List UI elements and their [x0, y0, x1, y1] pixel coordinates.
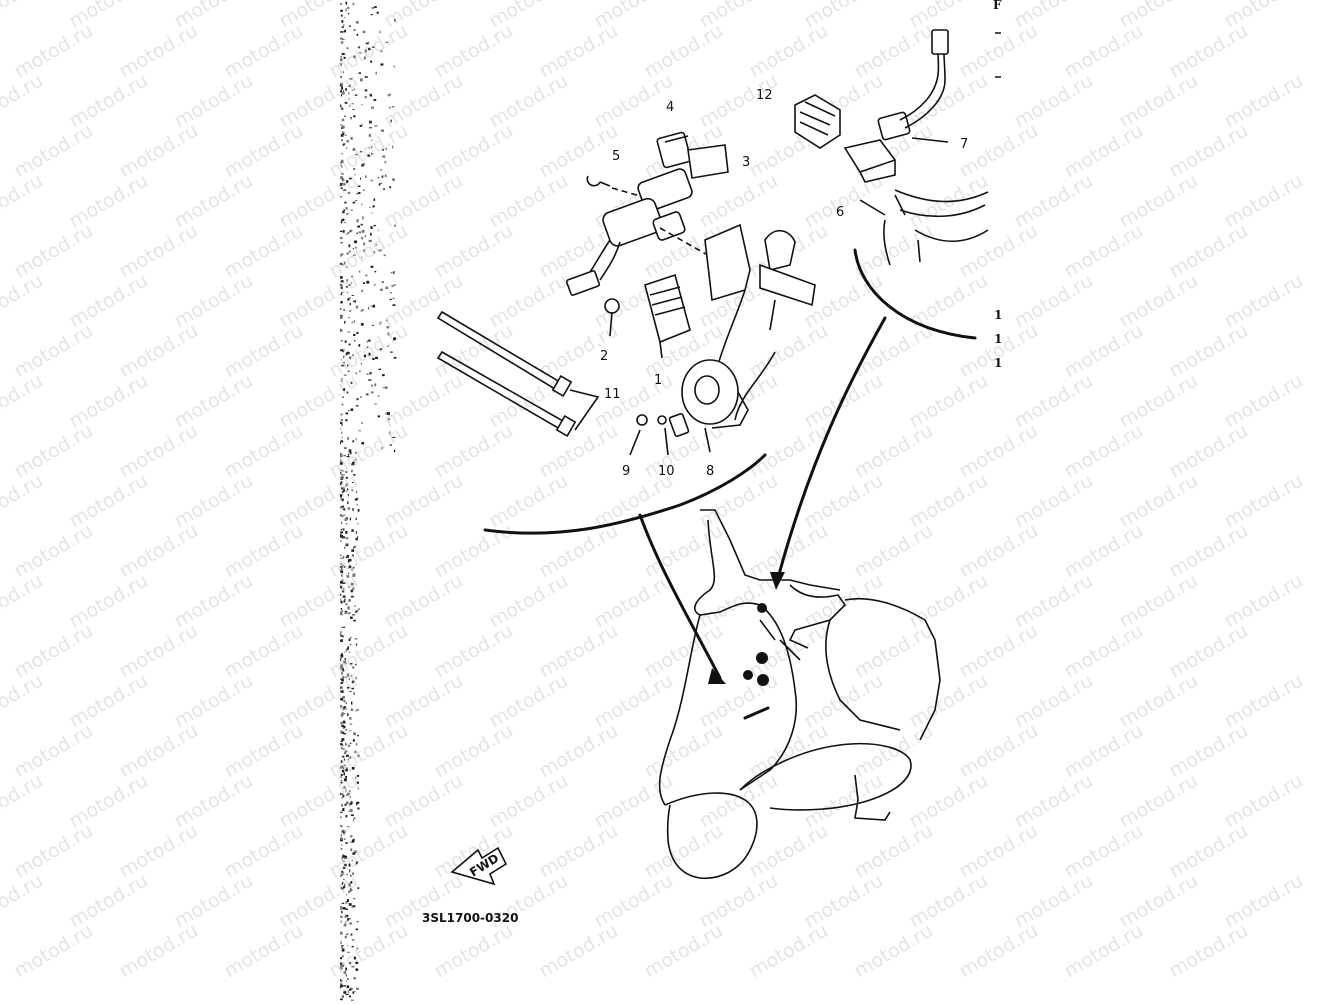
diagram-code: 3SL1700-0320: [422, 911, 518, 925]
scan-edge-noise: [340, 1, 397, 1001]
relay-assembly: [794, 29, 989, 266]
forward-direction-arrow: FWD: [450, 846, 508, 886]
right-edge-labels: F 1 1 1: [993, 0, 1002, 370]
callout-5: 5: [612, 149, 620, 164]
leader-curves: [483, 248, 977, 684]
callout-9: 9: [622, 464, 630, 479]
edge-label-f: F: [993, 0, 1002, 12]
callout-12: 12: [756, 88, 773, 103]
main-switch-assembly: [565, 131, 729, 296]
callout-1: 1: [654, 373, 662, 388]
callout-11: 11: [604, 387, 621, 402]
callout-numbers: 1 2 3 4 5 6 7 8 9 10 11 12: [600, 88, 968, 479]
scooter-outline: [658, 509, 941, 880]
bracket-regulator-horn: [604, 223, 816, 456]
cable-ties: [436, 310, 600, 438]
edge-label-1b: 1: [994, 332, 1002, 346]
callout-8: 8: [706, 464, 714, 479]
callout-7: 7: [960, 137, 968, 152]
callout-4: 4: [666, 100, 674, 115]
callout-10: 10: [658, 464, 675, 479]
edge-label-1a: 1: [994, 308, 1002, 322]
edge-label-1c: 1: [994, 356, 1002, 370]
callout-2: 2: [600, 349, 608, 364]
callout-3: 3: [742, 155, 750, 170]
callout-6: 6: [836, 205, 844, 220]
